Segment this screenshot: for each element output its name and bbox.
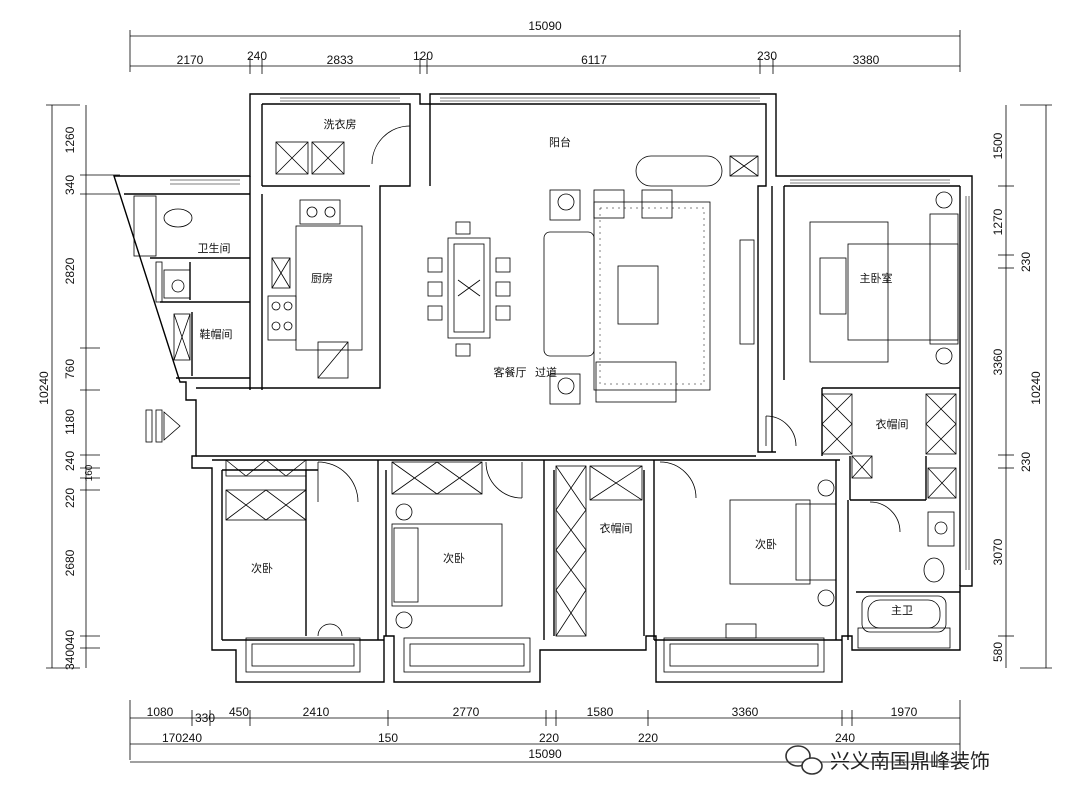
dim-bottom-3: 450 bbox=[229, 705, 249, 719]
label-cloak-room-middle: 衣帽间 bbox=[600, 521, 633, 535]
bedroom-beds bbox=[391, 479, 837, 639]
label-laundry: 洗衣房 bbox=[324, 117, 357, 131]
dim-right-7: 580 bbox=[991, 642, 1005, 662]
windows bbox=[170, 97, 970, 570]
dim-right-1: 1500 bbox=[991, 132, 1005, 159]
dim-top-total: 15090 bbox=[528, 19, 562, 33]
wechat-icon bbox=[785, 745, 823, 775]
dim-right-4: 3360 bbox=[991, 348, 1005, 375]
dim-right-2: 1270 bbox=[991, 208, 1005, 235]
dining-table bbox=[427, 221, 511, 357]
dim-left-10: 040 bbox=[63, 630, 77, 650]
dim-top-6: 230 bbox=[757, 49, 777, 63]
dimension-lines bbox=[46, 30, 1052, 763]
dim-right-3: 230 bbox=[1019, 252, 1033, 272]
dim-bottom-total: 15090 bbox=[528, 747, 562, 761]
label-bedroom-2: 次卧 bbox=[443, 551, 465, 565]
label-bedroom-1: 次卧 bbox=[251, 561, 273, 575]
kitchen-fixtures bbox=[267, 199, 363, 379]
entry-arrow-icon bbox=[145, 409, 181, 443]
master-bed bbox=[809, 191, 959, 365]
label-living-dining: 客餐厅 bbox=[494, 365, 527, 379]
dim-right-6: 3070 bbox=[991, 538, 1005, 565]
dim-top-5: 6117 bbox=[581, 53, 607, 67]
dim-top-4: 120 bbox=[413, 49, 433, 63]
dim-right-total: 10240 bbox=[1029, 371, 1043, 405]
living-room-furniture bbox=[543, 155, 755, 405]
walls bbox=[113, 93, 973, 683]
label-kitchen: 厨房 bbox=[311, 272, 333, 285]
dim-left-8: 220 bbox=[63, 488, 77, 508]
dim-left-9: 2680 bbox=[63, 549, 77, 576]
master-bath-fixtures bbox=[861, 511, 955, 633]
dim-bottom2-5: 240 bbox=[835, 731, 855, 745]
dim-bottom-1: 1080 bbox=[147, 705, 174, 719]
dim-right-5: 230 bbox=[1019, 452, 1033, 472]
dim-left-11: 340 bbox=[63, 650, 77, 670]
dim-bottom2-4: 220 bbox=[638, 731, 658, 745]
bathroom-fixtures bbox=[133, 195, 193, 303]
dim-bottom-7: 3360 bbox=[732, 705, 759, 719]
dim-top-2: 240 bbox=[247, 49, 267, 63]
dim-left-5: 1180 bbox=[63, 409, 77, 435]
dim-bottom2-1: 170240 bbox=[162, 731, 202, 745]
dim-top-1: 2170 bbox=[177, 53, 204, 67]
label-corridor: 过道 bbox=[535, 365, 557, 379]
dim-left-4: 760 bbox=[63, 359, 77, 379]
label-cloak-room-right: 衣帽间 bbox=[876, 417, 909, 431]
dim-left-3: 2820 bbox=[63, 257, 77, 284]
dim-left-total: 10240 bbox=[37, 371, 51, 405]
label-bedroom-3: 次卧 bbox=[755, 537, 777, 551]
dim-bottom2-3: 220 bbox=[539, 731, 559, 745]
doors bbox=[317, 125, 901, 637]
label-bathroom: 卫生间 bbox=[198, 241, 231, 255]
dim-bottom-4: 2410 bbox=[303, 705, 330, 719]
dim-bottom2-2: 150 bbox=[378, 731, 398, 745]
dim-top-3: 2833 bbox=[327, 53, 354, 67]
dim-bottom-2: 330 bbox=[195, 711, 215, 725]
dim-top-7: 3380 bbox=[853, 53, 880, 67]
cabinets bbox=[173, 141, 957, 637]
dim-left-7: 160 bbox=[84, 464, 95, 481]
rug-pattern bbox=[599, 207, 705, 385]
label-master-bedroom: 主卧室 bbox=[860, 271, 893, 285]
dim-bottom-5: 2770 bbox=[453, 705, 480, 719]
watermark-text: 兴义南国鼎峰装饰 bbox=[830, 749, 990, 773]
dim-left-1: 1260 bbox=[63, 126, 77, 153]
dim-left-6: 240 bbox=[63, 451, 77, 471]
label-shoe-room: 鞋帽间 bbox=[200, 327, 233, 341]
label-balcony: 阳台 bbox=[549, 135, 571, 149]
label-master-bath: 主卫 bbox=[891, 604, 913, 617]
dim-bottom-6: 1580 bbox=[587, 705, 614, 719]
dim-left-2: 340 bbox=[63, 175, 77, 195]
dim-bottom-8: 1970 bbox=[891, 705, 918, 719]
